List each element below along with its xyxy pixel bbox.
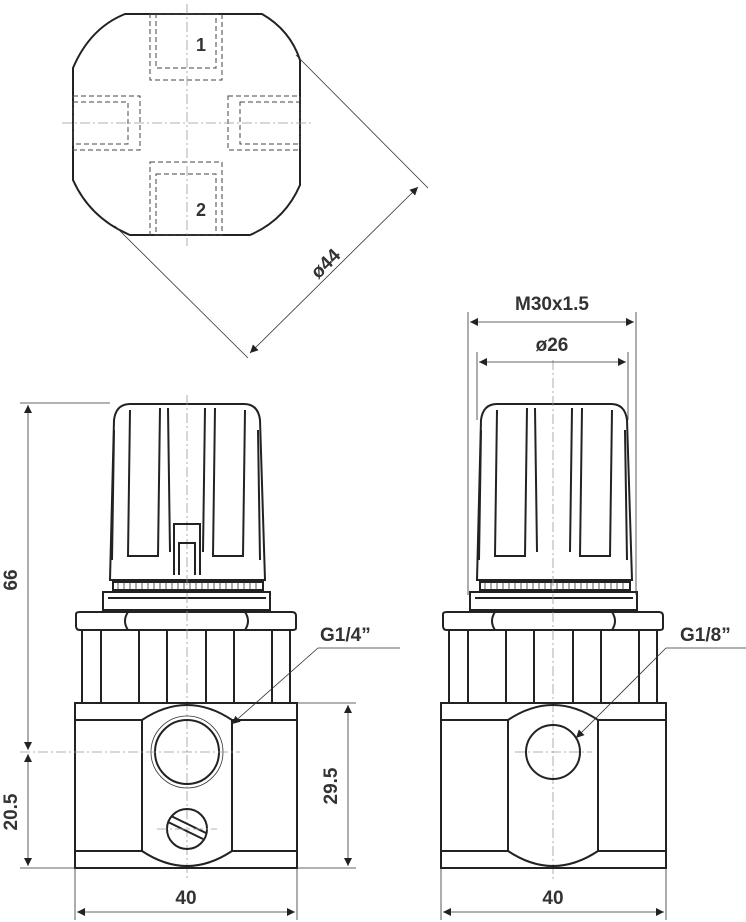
top-view: 1 2 ø44 xyxy=(62,4,429,359)
port-1-label: 1 xyxy=(196,35,206,55)
diameter-44-label: ø44 xyxy=(307,245,345,283)
dim-m30x1-5: M30x1.5 xyxy=(515,294,589,315)
knob xyxy=(75,403,297,704)
dim-20-5: 20.5 xyxy=(1,793,22,830)
dim-26: ø26 xyxy=(536,335,569,356)
dim-40-side: 40 xyxy=(542,888,563,909)
thread-g1-8-label: G1/8” xyxy=(680,625,731,646)
port-g1-8 xyxy=(525,724,581,780)
thread-g1-4-label: G1/4” xyxy=(320,625,371,646)
dim-40-front: 40 xyxy=(175,888,196,909)
side-view: M30x1.5 ø26 40 G1/8” xyxy=(440,294,746,920)
dim-29-5: 29.5 xyxy=(321,767,342,804)
front-view: 66 20.5 29.5 40 G1/4” xyxy=(1,395,400,920)
top-view-body xyxy=(72,13,301,236)
dim-66: 66 xyxy=(1,569,22,590)
port-2-label: 2 xyxy=(196,200,206,220)
